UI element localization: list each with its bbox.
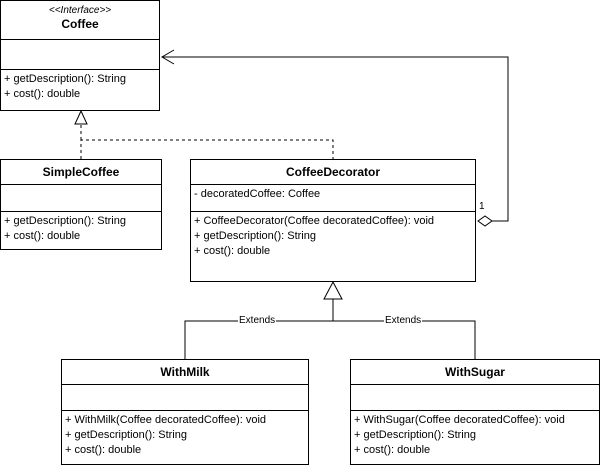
extends-label-withsugar: Extends	[384, 315, 423, 327]
method-item: + getDescription(): String	[194, 230, 316, 242]
extends-label-withmilk: Extends	[238, 315, 277, 327]
interface-stereotype: <<Interface>>	[48, 5, 112, 16]
method-item: + getDescription(): String	[4, 215, 126, 227]
method-item: + getDescription(): String	[4, 73, 126, 85]
method-item: + cost(): double	[194, 245, 271, 257]
method-item: + cost(): double	[354, 444, 431, 456]
class-coffee-name: Coffee	[61, 17, 99, 31]
aggregation-open-arrowhead	[161, 49, 175, 65]
aggregation-decorator-to-coffee	[162, 56, 509, 222]
class-coffee-attributes	[1, 39, 159, 69]
method-item: + WithSugar(Coffee decoratedCoffee): voi…	[354, 414, 565, 426]
method-item: + cost(): double	[65, 444, 142, 456]
class-simplecoffee-attributes	[1, 184, 161, 211]
class-coffeedecorator-attributes: - decoratedCoffee: Coffee	[191, 184, 475, 211]
method-item: + WithMilk(Coffee decoratedCoffee): void	[65, 414, 267, 426]
class-coffeedecorator-name: CoffeeDecorator	[285, 165, 381, 179]
method-item: + getDescription(): String	[65, 429, 187, 441]
method-item: + cost(): double	[4, 88, 81, 100]
aggregation-diamond	[477, 215, 493, 227]
class-coffeedecorator-methods: + CoffeeDecorator(Coffee decoratedCoffee…	[191, 211, 475, 259]
class-simplecoffee-methods: + getDescription(): String + cost(): dou…	[1, 211, 161, 244]
method-item: + cost(): double	[4, 230, 81, 242]
realization-simplecoffee-to-coffee	[80, 124, 334, 159]
class-simplecoffee-name: SimpleCoffee	[42, 165, 120, 179]
class-withsugar-methods: + WithSugar(Coffee decoratedCoffee): voi…	[351, 410, 599, 458]
class-coffee[interactable]: <<Interface>> Coffee + getDescription():…	[0, 0, 160, 111]
realization-arrowhead	[74, 109, 88, 125]
method-item: + CoffeeDecorator(Coffee decoratedCoffee…	[194, 215, 435, 227]
class-coffeedecorator[interactable]: CoffeeDecorator - decoratedCoffee: Coffe…	[190, 159, 476, 282]
class-withmilk-methods: + WithMilk(Coffee decoratedCoffee): void…	[62, 410, 308, 458]
generalization-subclasses-to-decorator	[184, 299, 476, 359]
class-coffee-methods: + getDescription(): String + cost(): dou…	[1, 69, 159, 102]
generalization-arrowhead	[323, 280, 343, 300]
class-withsugar-attributes	[351, 384, 599, 410]
aggregation-multiplicity: 1	[479, 201, 485, 212]
class-withmilk-name: WithMilk	[160, 365, 210, 379]
class-withmilk-attributes	[62, 384, 308, 410]
method-item: + getDescription(): String	[354, 429, 476, 441]
class-withsugar[interactable]: WithSugar + WithSugar(Coffee decoratedCo…	[350, 359, 600, 465]
class-withsugar-name: WithSugar	[445, 365, 505, 379]
class-coffee-header: <<Interface>> Coffee	[1, 1, 159, 39]
class-simplecoffee[interactable]: SimpleCoffee + getDescription(): String …	[0, 159, 162, 250]
class-withmilk[interactable]: WithMilk + WithMilk(Coffee decoratedCoff…	[61, 359, 309, 465]
attribute-item: - decoratedCoffee: Coffee	[194, 188, 321, 200]
